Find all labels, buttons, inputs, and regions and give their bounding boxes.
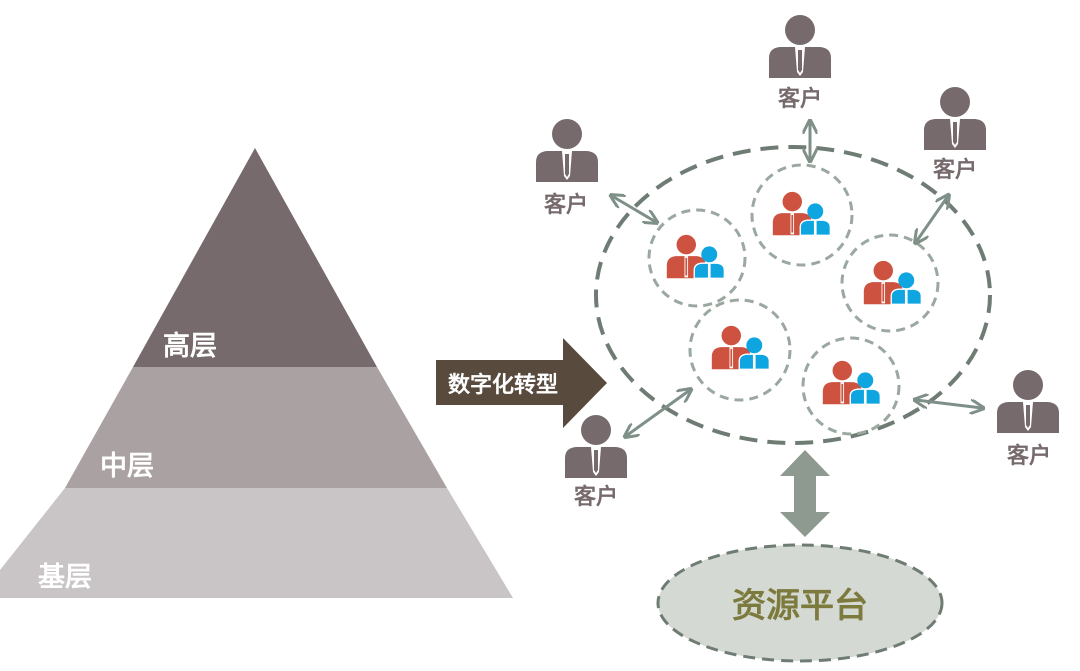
customer-person-icon [536, 119, 598, 182]
resource-platform-label: 资源平台 [732, 586, 868, 626]
pyramid-top-tier [133, 148, 377, 367]
customer-person-icon [997, 370, 1059, 433]
transformation-arrow [436, 338, 607, 428]
connector-arrow [916, 400, 982, 408]
customer-label: 客户 [544, 192, 588, 218]
team-group [801, 336, 901, 436]
pyramid-base-tier [0, 488, 513, 598]
team-icon [863, 260, 923, 305]
customer: 客户 [769, 15, 831, 112]
customer: 客户 [536, 119, 598, 218]
customer: 客户 [997, 370, 1059, 469]
connector-arrow [916, 196, 948, 242]
customer-label: 客户 [778, 86, 822, 112]
connector-arrow [612, 196, 656, 222]
team-group [840, 233, 940, 333]
customer: 客户 [924, 87, 986, 183]
team-group [688, 298, 792, 402]
pyramid-middle-label: 中层 [100, 451, 154, 482]
customer-label: 客户 [1007, 443, 1051, 469]
customer-person-icon [565, 415, 627, 478]
team-group [647, 208, 747, 308]
resource-platform [656, 543, 944, 663]
customer-network-boundary [594, 145, 992, 445]
team-icon [711, 325, 771, 370]
customer: 客户 [565, 415, 627, 510]
connector-arrow [626, 390, 690, 436]
pyramid-middle-tier [65, 367, 447, 488]
team-group [750, 163, 854, 267]
customer-label: 客户 [933, 157, 977, 183]
pyramid-base-label: 基层 [38, 562, 92, 593]
customer-person-icon [769, 15, 831, 78]
team-icon [772, 191, 832, 236]
customer-label: 客户 [574, 484, 618, 510]
team-icon [822, 360, 882, 405]
platform-link-arrow [780, 450, 830, 537]
pyramid-top-label: 高层 [163, 330, 217, 362]
customer-person-icon [924, 87, 986, 150]
team-icon [666, 234, 726, 279]
transformation-arrow-label: 数字化转型 [448, 372, 558, 398]
